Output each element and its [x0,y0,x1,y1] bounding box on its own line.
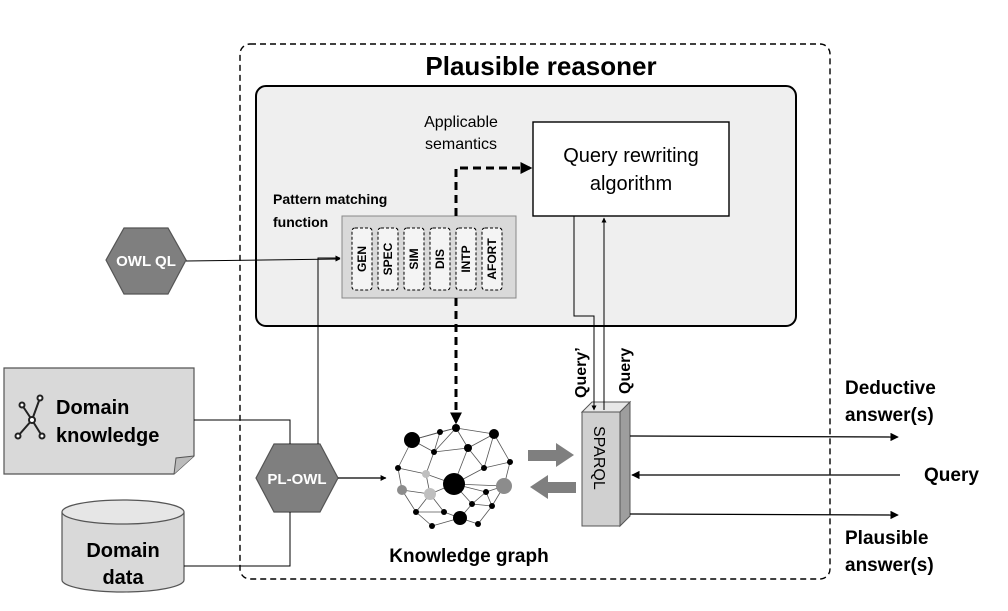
kg-edge [397,467,427,475]
kg-node [404,432,420,448]
kg-edge [433,431,441,453]
query-input-label: Query [924,465,979,486]
kg-node [489,429,499,439]
owl-ql-arrow [185,256,341,262]
sparql-box [580,400,632,528]
kg-node [441,509,447,515]
kg-node [453,511,467,525]
pattern-cell-gen [351,227,373,291]
plausible-answer-arrow [629,510,899,520]
kg-node [422,470,430,478]
kg-edge [467,447,485,469]
pattern-label-spec: SPEC [381,242,395,275]
owl-ql-label: OWL QL [116,253,176,270]
pattern-label-afort: AFORT [485,238,499,280]
kg-edge [433,447,469,453]
kg-node [452,424,460,432]
applicable-semantics-arrow [454,162,533,216]
pattern-label-sim: SIM [407,248,421,269]
pattern-cells: GEN SPEC SIM DIS INTP AFORT [351,227,503,291]
query-rewriting-label-2: algorithm [590,173,672,195]
deductive-label-2: answer(s) [845,405,934,426]
kg-node [431,449,437,455]
kg-edge [483,433,495,469]
document-fold [173,455,195,475]
pattern-label-dis: DIS [433,249,447,269]
kg-node [413,509,419,515]
query-vertical-label: Query [617,348,634,394]
kg-node [507,459,513,465]
query-prime-label: Query’ [573,347,590,398]
domain-knowledge-label-1: Domain [56,397,129,419]
plausible-label-2: answer(s) [845,555,934,576]
kg-node [464,444,472,452]
pl-owl-to-pattern-arrow [317,255,341,444]
kg-node [496,478,512,494]
pattern-cell-afort [481,227,503,291]
kg-node [481,465,487,471]
plausible-reasoner-title: Plausible reasoner [425,51,656,81]
pattern-label-gen: GEN [355,246,369,272]
applicable-label-2: semantics [425,136,497,153]
query-rewriting-label-1: Query rewriting [563,145,699,167]
query-rewriting-box [532,121,730,217]
pattern-matching-label-1: Pattern matching [273,191,387,207]
plausible-label-1: Plausible [845,528,928,549]
pattern-label-intp: INTP [459,245,473,272]
kg-node [395,465,401,471]
applicable-label-1: Applicable [424,114,498,131]
kg-node [469,501,475,507]
deductive-answer-arrow [629,432,899,442]
domain-knowledge-connector [194,419,291,444]
domain-knowledge-label-2: knowledge [56,425,159,447]
kg-edge [483,461,511,469]
kg-node [429,523,435,529]
kg-node [397,485,407,495]
kg-edge [433,427,457,453]
kg-edge [471,491,487,505]
domain-data-label-1: Domain [86,540,159,562]
kg-edge [477,505,493,525]
kg-node [437,429,443,435]
kg-edge [415,511,433,527]
pattern-cell-spec [377,227,399,291]
domain-data-connector [184,512,291,567]
graph-to-sparql-arrow [528,443,574,467]
pattern-matching-label-2: function [273,214,328,230]
kg-node [483,489,489,495]
kg-node [475,521,481,527]
owl-ql-hexagon [105,227,187,295]
pattern-cell-intp [455,227,477,291]
kg-node [443,473,465,495]
knowledge-graph-network [395,424,513,529]
knowledge-graph-label: Knowledge graph [389,546,548,567]
sparql-label: SPARQL [590,426,607,490]
kg-edge [471,503,493,507]
kg-node [489,503,495,509]
pattern-cell-dis [429,227,451,291]
kg-edge [455,427,495,435]
pl-owl-label: PL-OWL [267,471,326,488]
deductive-label-1: Deductive [845,378,936,399]
query-prime-arrow [573,216,597,411]
kg-node [424,488,436,500]
domain-data-cylinder [61,499,185,593]
kg-edge [493,433,511,463]
graph-icon [14,394,46,440]
domain-data-label-2: data [102,567,144,589]
pattern-cell-sim [403,227,425,291]
sparql-to-graph-arrow [530,475,576,499]
plausible-reasoner-boundary [239,43,831,580]
